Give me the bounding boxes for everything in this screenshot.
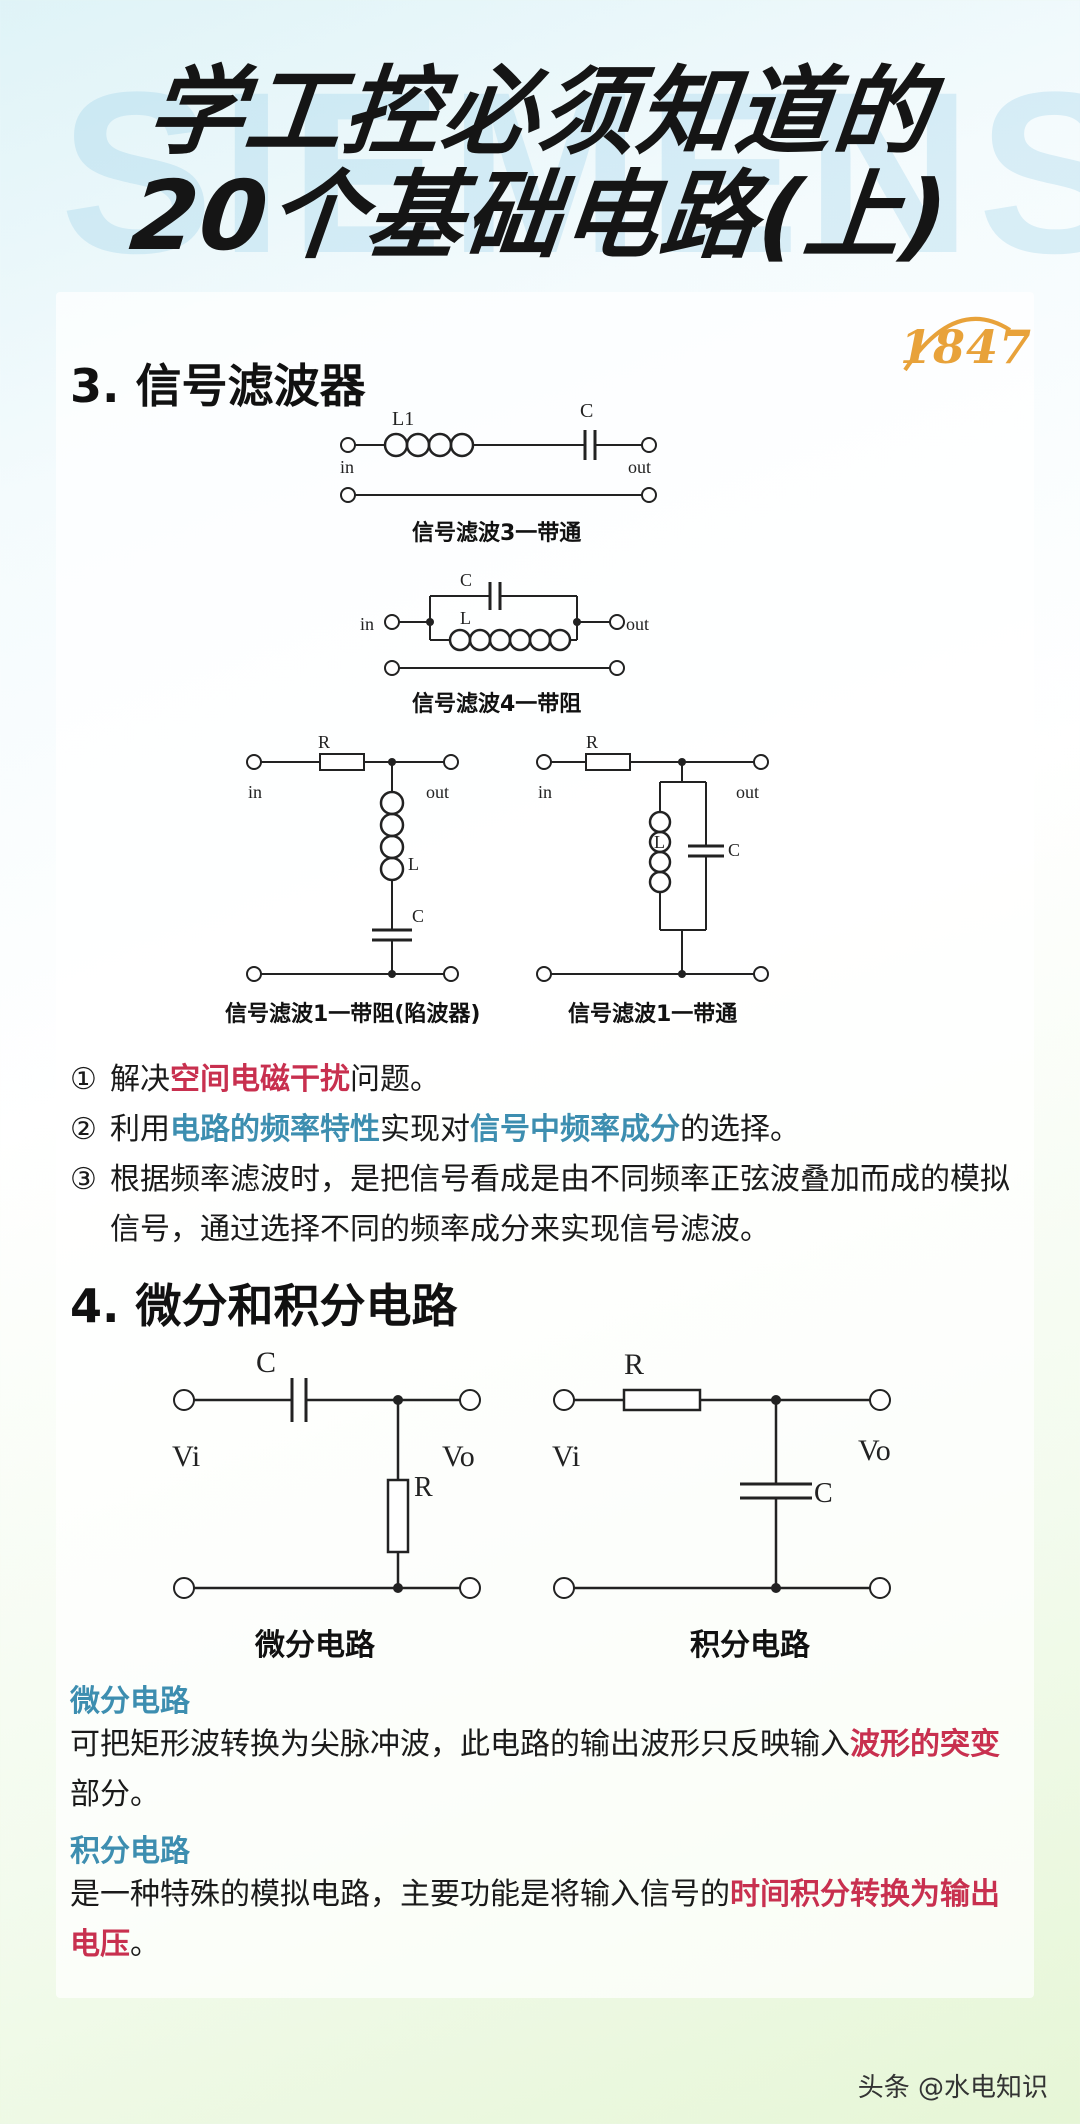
circuit-bandstop-parallel: C L in out	[360, 570, 649, 676]
circuit-integrator: R C Vi Vo	[552, 1348, 891, 1599]
label-r: R	[586, 732, 598, 752]
label-r: R	[318, 732, 330, 752]
label-out: out	[628, 457, 651, 477]
label-l: L	[460, 608, 471, 628]
title-line-1: 学工控必须知道的	[142, 56, 938, 168]
label-vi: Vi	[172, 1440, 200, 1473]
circuit-differentiator: C R Vi Vo	[172, 1346, 481, 1599]
differentiator-title: 微分电路	[70, 1684, 190, 1719]
caption-circuit-2: 信号滤波4一带阻	[412, 692, 582, 717]
footer-watermark: 头条 @水电知识	[857, 2073, 1048, 2103]
point-1: ① 解决空间电磁干扰问题。	[70, 1062, 440, 1097]
section-3-heading: 3. 信号滤波器	[70, 359, 366, 413]
brand-logo: 1847	[900, 320, 1033, 374]
label-in: in	[340, 457, 354, 477]
label-out: out	[736, 782, 759, 802]
integrator-title: 积分电路	[70, 1834, 190, 1869]
circuit-notch: R L C in out	[246, 732, 459, 982]
label-in: in	[538, 782, 552, 802]
caption-integrator: 积分电路	[690, 1628, 810, 1663]
integrator-description: 是一种特殊的模拟电路，主要功能是将输入信号的时间积分转换为输出电压。	[70, 1877, 1000, 1962]
label-out: out	[426, 782, 449, 802]
background-watermark: SIEMENS	[60, 44, 1080, 301]
title-line-2: 20个基础电路(上)	[125, 160, 955, 272]
label-in: in	[248, 782, 262, 802]
caption-circuit-3: 信号滤波1一带阻(陷波器)	[225, 1002, 481, 1027]
label-r: R	[414, 1472, 433, 1503]
point-2: ② 利用电路的频率特性实现对信号中频率成分的选择。	[70, 1112, 800, 1147]
label-c: C	[580, 400, 593, 422]
label-out: out	[626, 614, 649, 634]
label-c: C	[412, 906, 424, 926]
caption-circuit-1: 信号滤波3一带通	[412, 521, 582, 546]
circuit-bandpass-series: L1 C in out	[340, 400, 657, 503]
caption-circuit-4: 信号滤波1一带通	[568, 1002, 738, 1027]
label-in: in	[360, 614, 374, 634]
label-l1: L1	[392, 408, 414, 430]
label-c: C	[256, 1346, 276, 1379]
label-l: L	[654, 832, 665, 852]
label-l: L	[408, 854, 419, 874]
point-3: ③ 根据频率滤波时，是把信号看成是由不同频率正弦波叠加而成的模拟信号，通过选择不…	[70, 1162, 1010, 1247]
section-3-points: ① 解决空间电磁干扰问题。 ② 利用电路的频率特性实现对信号中频率成分的选择。 …	[70, 1055, 1030, 1255]
differentiator-description: 可把矩形波转换为尖脉冲波，此电路的输出波形只反映输入波形的突变部分。	[70, 1727, 1000, 1812]
content-card	[56, 292, 1034, 1998]
label-vo: Vo	[442, 1440, 475, 1473]
section-4-heading: 4. 微分和积分电路	[70, 1279, 458, 1333]
label-c: C	[814, 1478, 833, 1509]
logo-arc-icon	[903, 316, 1012, 372]
circuit-bandpass-parallel: R L C in out	[536, 732, 769, 982]
label-c: C	[460, 570, 472, 590]
label-vo: Vo	[858, 1434, 891, 1467]
page-title: 学工控必须知道的 20个基础电路(上)	[0, 56, 1080, 272]
caption-differentiator: 微分电路	[255, 1628, 375, 1663]
label-r: R	[624, 1348, 644, 1381]
label-vi: Vi	[552, 1440, 580, 1473]
label-c: C	[728, 840, 740, 860]
